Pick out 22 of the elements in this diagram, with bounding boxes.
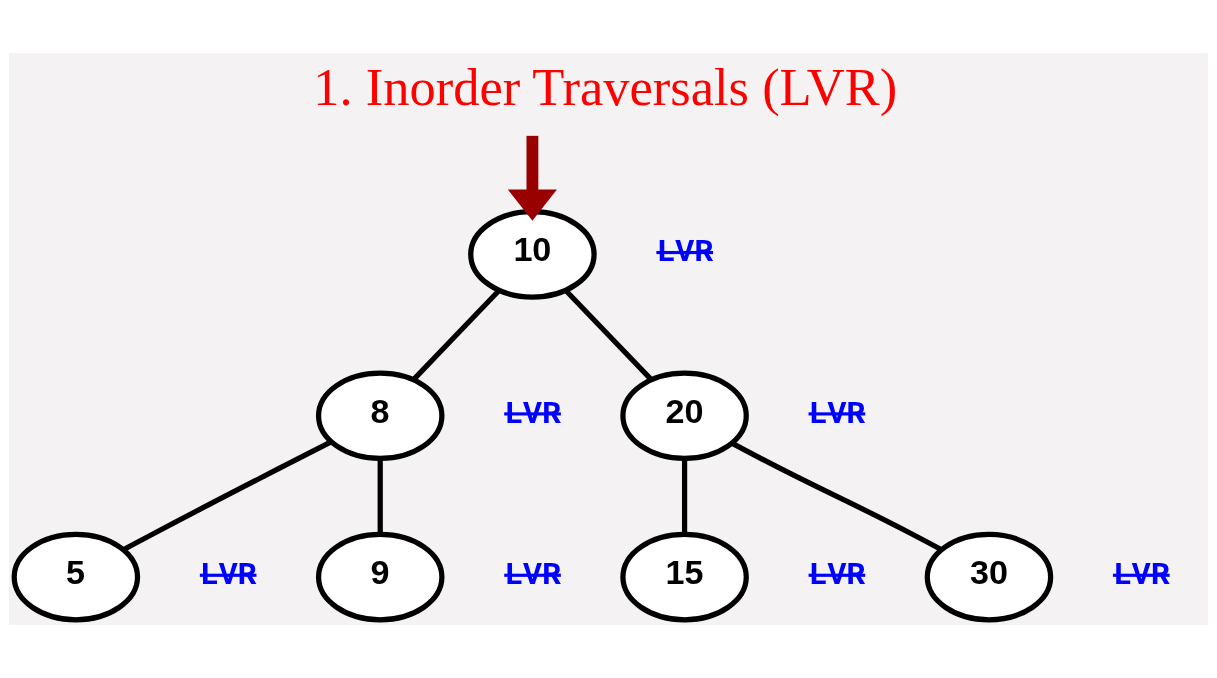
connector	[563, 288, 654, 382]
node-ellipse: 9	[315, 531, 445, 623]
node-label: LVR	[1112, 557, 1170, 593]
arrow	[507, 135, 557, 221]
connector	[681, 458, 688, 535]
node-ellipse: 5	[11, 531, 141, 623]
node-label: LVR	[808, 396, 866, 432]
node-ellipse: 15	[620, 531, 749, 623]
connector	[411, 288, 501, 382]
connector	[122, 439, 333, 553]
diagram-title: 1. Inorder Traversals (LVR)	[313, 58, 898, 117]
node-ellipse: 20	[620, 370, 749, 461]
connector	[730, 440, 943, 553]
node-label: LVR	[808, 557, 866, 593]
node-label: LVR	[504, 557, 561, 593]
node-ellipse: 8	[315, 370, 445, 461]
node-label: LVR	[656, 235, 714, 271]
connector	[377, 458, 383, 535]
node-label: LVR	[199, 557, 257, 593]
node-label: LVR	[504, 396, 561, 432]
node-ellipse: 10	[468, 209, 597, 300]
node-ellipse: 30	[924, 531, 1054, 623]
